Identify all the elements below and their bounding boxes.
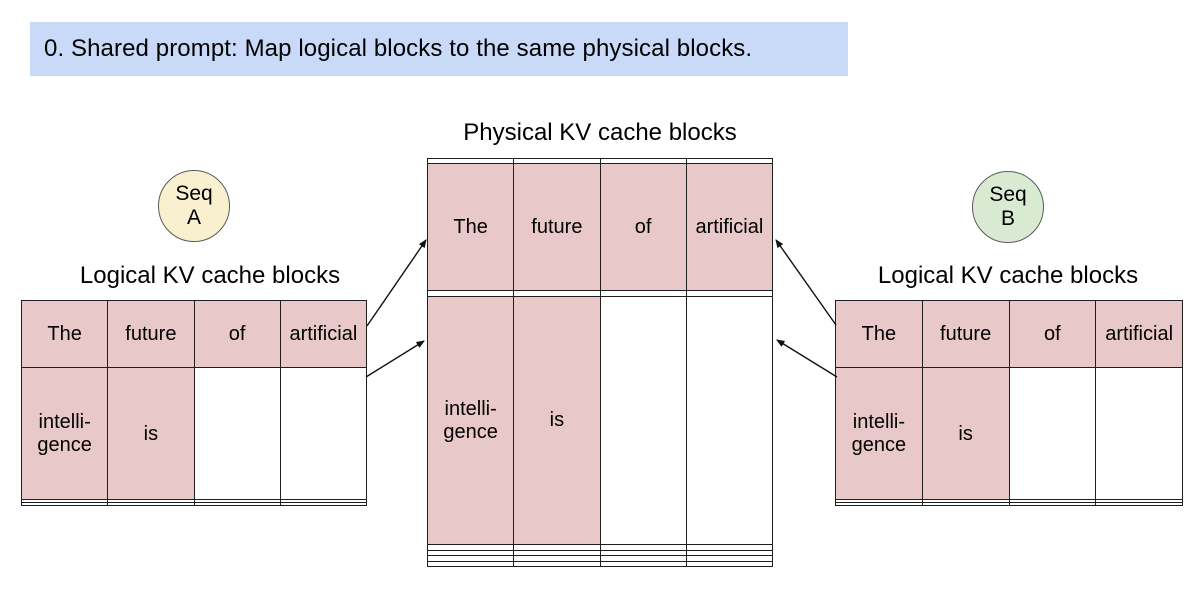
- kv-cache-block-filled: artificial: [1095, 299, 1183, 369]
- kv-cache-block-empty: [685, 290, 774, 297]
- kv-cache-block-empty: [685, 295, 774, 546]
- arrow-seq-b-block1-to-physical: [776, 339, 838, 378]
- kv-cache-block-empty: [426, 560, 515, 568]
- table-row: [426, 157, 774, 165]
- seq-a-label: Seq A: [175, 182, 213, 229]
- kv-cache-block-empty: [921, 502, 1010, 506]
- kv-cache-block-empty: [835, 502, 923, 506]
- physical-kv-label: Physical KV cache blocks: [463, 119, 737, 146]
- kv-cache-block-empty: [193, 502, 281, 506]
- kv-cache-block-empty: [513, 560, 601, 568]
- kv-cache-block-filled: intelli- gence: [20, 367, 109, 501]
- arrow-seq-a-block1-to-physical: [365, 340, 425, 378]
- kv-cache-block-filled: is: [107, 367, 195, 501]
- logical-kv-label-seq-b: Logical KV cache blocks: [877, 262, 1139, 289]
- kv-cache-block-filled: The: [426, 163, 515, 292]
- kv-cache-block-empty: [1095, 367, 1183, 501]
- kv-cache-block-filled: future: [513, 163, 601, 292]
- kv-cache-block-filled: of: [599, 163, 687, 292]
- kv-cache-block-empty: [1008, 367, 1097, 501]
- seq-a-badge: Seq A: [158, 170, 230, 242]
- kv-cache-block-empty: [20, 502, 109, 506]
- kv-cache-block-filled: of: [1008, 299, 1097, 369]
- kv-cache-block-filled: intelli- gence: [426, 295, 515, 546]
- kv-cache-block-filled: is: [513, 295, 601, 546]
- kv-cache-block-empty: [107, 502, 195, 506]
- logical-kv-label-seq-a: Logical KV cache blocks: [79, 262, 341, 289]
- arrow-seq-b-block0-to-physical: [775, 239, 837, 326]
- kv-cache-block-filled: future: [921, 299, 1010, 369]
- table-row: [426, 290, 774, 297]
- table-row: [835, 502, 1183, 506]
- kv-cache-block-filled: of: [193, 299, 281, 369]
- kv-cache-block-filled: The: [20, 299, 109, 369]
- kv-cache-block-empty: [1095, 502, 1183, 506]
- arrow-seq-a-block0-to-physical: [366, 239, 427, 327]
- title-text: 0. Shared prompt: Map logical blocks to …: [44, 35, 753, 62]
- title-banner: 0. Shared prompt: Map logical blocks to …: [30, 22, 848, 76]
- kv-cache-block-filled: artificial: [685, 163, 774, 292]
- seq-b-label: Seq B: [989, 183, 1027, 230]
- kv-cache-block-filled: future: [107, 299, 195, 369]
- kv-cache-block-empty: [193, 367, 281, 501]
- kv-cache-block-filled: artificial: [279, 299, 368, 369]
- table-row: [20, 502, 368, 506]
- kv-cache-block-empty: [279, 367, 368, 501]
- seq-b-badge: Seq B: [972, 171, 1044, 243]
- kv-cache-block-empty: [1008, 502, 1097, 506]
- kv-cache-block-empty: [279, 502, 368, 506]
- kv-cache-block-filled: intelli- gence: [835, 367, 923, 501]
- kv-cache-block-empty: [685, 157, 774, 165]
- kv-cache-block-empty: [685, 560, 774, 568]
- kv-cache-block-empty: [599, 295, 687, 546]
- kv-cache-block-empty: [599, 560, 687, 568]
- kv-cache-block-filled: The: [835, 299, 923, 369]
- kv-cache-block-filled: is: [921, 367, 1010, 501]
- table-row: [426, 560, 774, 568]
